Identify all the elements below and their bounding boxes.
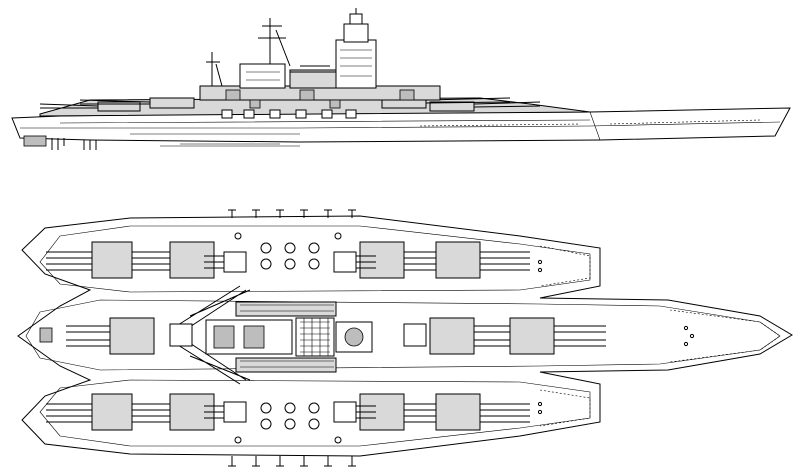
- plan-cross-struts: [169, 285, 251, 385]
- profile-waterline: [20, 121, 781, 129]
- profile-rudders: [23, 135, 97, 150]
- side-profile-view: [11, 8, 791, 150]
- plan-bow-details: [39, 259, 695, 415]
- plan-view: [17, 209, 793, 467]
- plan-secondary-turrets: [169, 251, 427, 423]
- profile-secondary-guns: [221, 109, 357, 119]
- profile-belt: [59, 111, 601, 141]
- plan-aa-mounts: [234, 232, 342, 444]
- profile-mast-main: [258, 18, 291, 67]
- plan-bow-dashed: [539, 245, 781, 427]
- profile-mast-aft: [206, 52, 223, 87]
- plan-central-superstructure: [205, 301, 373, 373]
- plan-center-hull-deck: [25, 299, 781, 371]
- plan-gun-barrels: [46, 251, 606, 423]
- plan-starboard-hull-deck: [39, 379, 591, 447]
- plan-stern-fittings: [228, 209, 356, 467]
- profile-bridge-tower: [199, 8, 441, 109]
- profile-portholes: [419, 119, 761, 127]
- plan-port-hull-deck: [39, 225, 591, 293]
- profile-turrets: [39, 97, 541, 112]
